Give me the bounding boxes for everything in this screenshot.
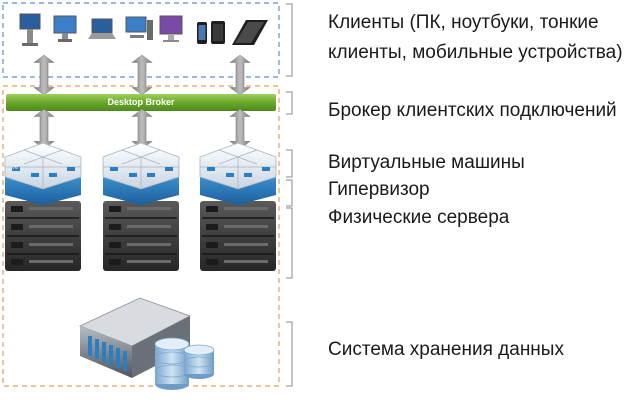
smartphone-icon bbox=[197, 22, 207, 44]
desktop-broker-bar bbox=[6, 94, 276, 111]
client-devices bbox=[19, 13, 268, 46]
hypervisor-label: Гипервизор bbox=[328, 179, 430, 200]
vm-badge: VM bbox=[12, 165, 18, 170]
netbook-icon bbox=[232, 20, 268, 45]
layer-brackets bbox=[286, 3, 293, 387]
broker-bar-label: Desktop Broker bbox=[107, 97, 175, 107]
clients-label-line2: клиенты, мобильные устройства) bbox=[328, 42, 623, 63]
thin-client-icon bbox=[19, 13, 41, 46]
virtual-machines-label: Виртуальные машины bbox=[328, 152, 525, 173]
broker-label: Брокер клиентских подключений bbox=[328, 100, 617, 121]
host-stack-1 bbox=[4, 142, 82, 272]
physical-servers-label: Физические сервера bbox=[328, 207, 510, 228]
disk-icon bbox=[183, 344, 215, 379]
imac-icon bbox=[159, 15, 183, 42]
desktop-pc-icon bbox=[53, 15, 77, 42]
disk-icon bbox=[154, 337, 190, 390]
tablet-icon bbox=[211, 21, 225, 44]
host-stack-3 bbox=[199, 142, 277, 272]
workstation-icon bbox=[125, 16, 153, 40]
clients-label-line1: Клиенты (ПК, ноутбуки, тонкие bbox=[328, 12, 599, 33]
host-stack-2 bbox=[102, 142, 180, 272]
storage-label: Система хранения данных bbox=[328, 339, 564, 360]
laptop-icon bbox=[88, 18, 116, 39]
